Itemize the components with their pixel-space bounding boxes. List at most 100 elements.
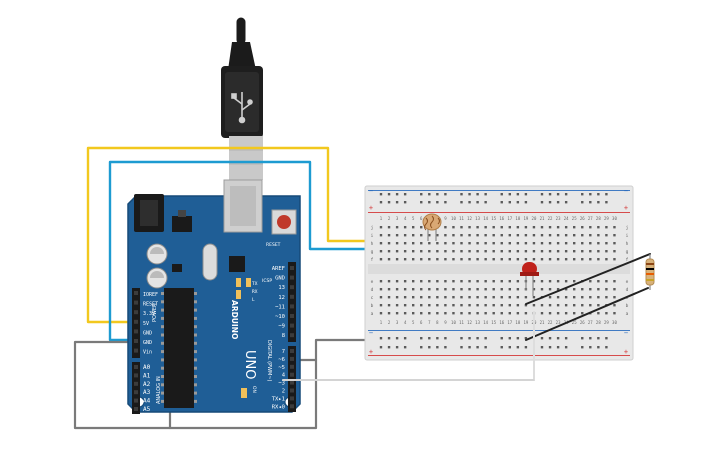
analog-pin-label: A1 — [143, 372, 151, 379]
breadboard-column-label: 28 — [596, 216, 601, 221]
voltage-regulator — [172, 216, 192, 232]
analog-pin-label: A4 — [143, 398, 151, 405]
breadboard-column-label: 28 — [596, 320, 601, 325]
photoresistor[interactable] — [422, 213, 442, 241]
wire-black-2[interactable] — [525, 287, 649, 341]
breadboard-column-label: 15 — [491, 216, 496, 221]
breadboard-row-label: a — [626, 312, 629, 317]
wire-gray-gnd[interactable] — [314, 338, 381, 362]
breadboard-column-label: 29 — [604, 320, 609, 325]
wires — [73, 146, 438, 430]
breadboard-row-label: g — [626, 250, 629, 255]
power-jack — [134, 194, 164, 232]
led[interactable] — [520, 262, 539, 296]
breadboard-column-label: 30 — [612, 216, 617, 221]
breadboard-column-label: 8 — [436, 320, 439, 325]
power-pin-label: Vin — [143, 350, 152, 356]
breadboard-column-label: 6 — [420, 216, 423, 221]
breadboard-column-label: 14 — [483, 216, 488, 221]
power-title: POWER — [152, 303, 158, 322]
breadboard-column-label: 16 — [499, 320, 504, 325]
breadboard-column-label: 3 — [396, 320, 399, 325]
breadboard-column-label: 20 — [532, 216, 537, 221]
model-label: UNO — [242, 350, 257, 379]
wire-black-1[interactable] — [525, 253, 651, 305]
breadboard-column-label: 21 — [540, 216, 545, 221]
breadboard-row-label: h — [371, 241, 374, 247]
atmega-chip — [161, 288, 197, 408]
breadboard-column-label: 5 — [412, 216, 415, 221]
rail-plus-label: + — [369, 204, 373, 212]
power-pin-label: GND — [143, 340, 152, 346]
breadboard-column-label: 16 — [499, 216, 504, 221]
usb-symbol-icon — [231, 92, 253, 124]
breadboard-column-label: 4 — [404, 216, 407, 221]
rail-minus-label: − — [369, 329, 373, 337]
breadboard-column-label: 17 — [507, 216, 512, 221]
breadboard-column-label: 1 — [380, 320, 383, 325]
breadboard-column-label: 14 — [483, 320, 488, 325]
breadboard-column-label: 27 — [588, 320, 593, 325]
breadboard-column-label: 29 — [604, 216, 609, 221]
breadboard-column-label: 9 — [444, 216, 447, 221]
digital-pin-label: ~10 — [275, 314, 285, 320]
breadboard-row-label: g — [371, 250, 374, 255]
breadboard-column-label: 23 — [556, 216, 561, 221]
breadboard-row-label: e — [626, 280, 629, 285]
breadboard-row-label: b — [626, 303, 629, 309]
digital-header-top — [288, 262, 296, 342]
digital-pin-label: RX◂0 — [272, 404, 285, 410]
breadboard-column-label: 7 — [428, 320, 431, 325]
icsp-label: ICSP — [262, 278, 272, 284]
breadboard-row-label: a — [371, 312, 374, 317]
rail-minus-label: − — [624, 187, 628, 195]
rail-minus-label: − — [624, 329, 628, 337]
breadboard-column-label: 26 — [580, 320, 585, 325]
analog-pin-label: A0 — [143, 364, 151, 371]
breadboard-row-label: h — [626, 241, 629, 247]
breadboard[interactable]: 1122334455667788991010111112121313141415… — [364, 185, 634, 361]
analog-pin-label: A2 — [143, 381, 151, 388]
breadboard-column-label: 11 — [459, 320, 464, 325]
breadboard-column-label: 18 — [515, 320, 520, 325]
on-label: ON — [251, 386, 257, 393]
digital-pin-label: ~5 — [278, 365, 285, 371]
breadboard-column-label: 4 — [404, 320, 407, 325]
digital-pin-label: ~11 — [275, 304, 285, 310]
breadboard-row-label: d — [371, 287, 374, 293]
arduino-uno-board[interactable]: ARDUINO UNO POWER ANALOG IN DIGITAL (PWM… — [127, 179, 301, 414]
breadboard-column-label: 21 — [540, 320, 545, 325]
wire-yellow[interactable] — [86, 146, 438, 324]
digital-pin-label: 4 — [282, 373, 286, 379]
breadboard-column-label: 3 — [396, 216, 399, 221]
breadboard-column-label: 15 — [491, 320, 496, 325]
power-pin-label: 5V — [143, 321, 149, 327]
led-label-l: L — [252, 297, 255, 303]
breadboard-column-label: 11 — [459, 216, 464, 221]
breadboard-row-label: f — [626, 257, 629, 263]
usb-cable[interactable] — [221, 17, 263, 180]
analog-title: ANALOG IN — [156, 376, 162, 404]
led-label-tx: TX — [252, 281, 258, 287]
resistor[interactable] — [645, 254, 655, 290]
rail-plus-label: + — [624, 348, 628, 356]
led-label-rx: RX — [252, 289, 258, 295]
digital-pin-label: TX▸1 — [272, 396, 285, 402]
digital-pin-label: AREF — [272, 266, 285, 272]
power-pin-label: IOREF — [143, 292, 158, 298]
wire-blue[interactable] — [108, 160, 438, 342]
breadboard-column-label: 30 — [612, 320, 617, 325]
breadboard-row-label: j — [371, 225, 374, 231]
breadboard-column-label: 1 — [380, 216, 383, 221]
breadboard-column-label: 13 — [475, 320, 480, 325]
power-pin-label: 3.3V — [143, 311, 155, 317]
wire-gray-left[interactable] — [73, 340, 172, 430]
analog-pin-label: A5 — [143, 406, 151, 413]
reset-button[interactable] — [271, 209, 297, 235]
usb-chip — [229, 256, 245, 272]
breadboard-column-label: 9 — [444, 320, 447, 325]
power-pin-label: RESET — [143, 302, 158, 308]
breadboard-column-label: 2 — [388, 320, 391, 325]
breadboard-row-label: c — [371, 296, 374, 301]
